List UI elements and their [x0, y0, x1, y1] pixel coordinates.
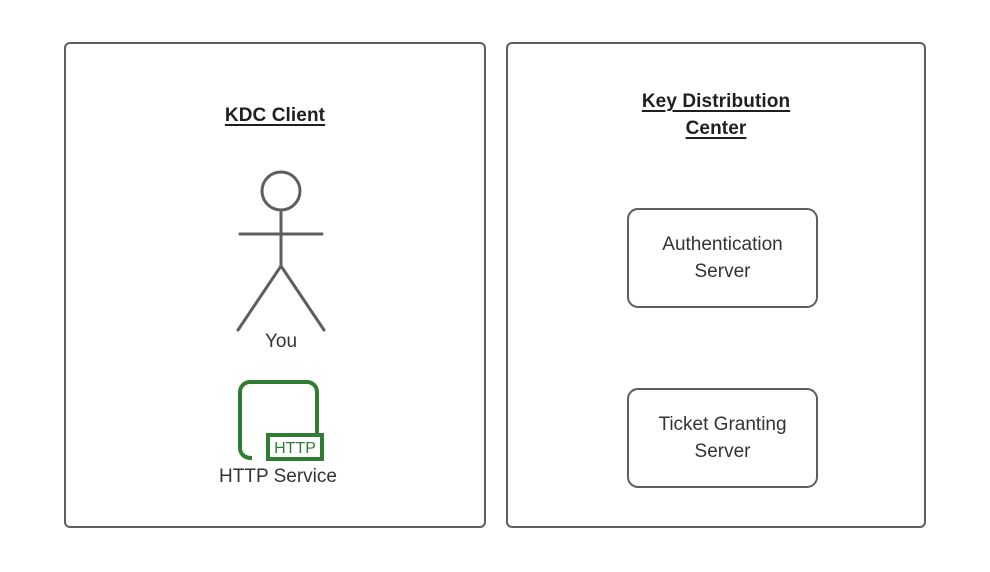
panel-key-distribution-center-title: Key Distribution Center — [508, 88, 924, 142]
panel-kdc-client-title-line-1: KDC Client — [224, 105, 326, 126]
panel-kdc-client[interactable]: KDC Client You HTTP — [64, 42, 486, 528]
panel-key-distribution-center[interactable]: Key Distribution Center Authentication S… — [506, 42, 926, 528]
http-badge-text: HTTP — [274, 440, 316, 457]
http-service-icon: HTTP — [238, 379, 324, 461]
stick-figure-actor-icon — [236, 170, 326, 332]
http-service-label: HTTP Service — [219, 466, 337, 487]
actor-you-label: You — [264, 331, 298, 352]
box-authentication-server[interactable]: Authentication Server — [627, 208, 818, 308]
panel-kdc-title-line-1: Key Distribution — [641, 91, 791, 112]
ticket-granting-server-label-line-1: Ticket Granting — [658, 414, 787, 435]
ticket-granting-server-label-line-2: Server — [694, 441, 751, 462]
node-http-service[interactable]: HTTP HTTP Service — [174, 379, 382, 494]
panel-kdc-client-title: KDC Client — [66, 102, 484, 129]
authentication-server-label-line-2: Server — [694, 261, 751, 282]
actor-you[interactable]: You — [221, 162, 341, 352]
authentication-server-label-line-1: Authentication — [662, 234, 783, 255]
panel-kdc-title-line-2: Center — [685, 118, 747, 139]
box-ticket-granting-server[interactable]: Ticket Granting Server — [627, 388, 818, 488]
